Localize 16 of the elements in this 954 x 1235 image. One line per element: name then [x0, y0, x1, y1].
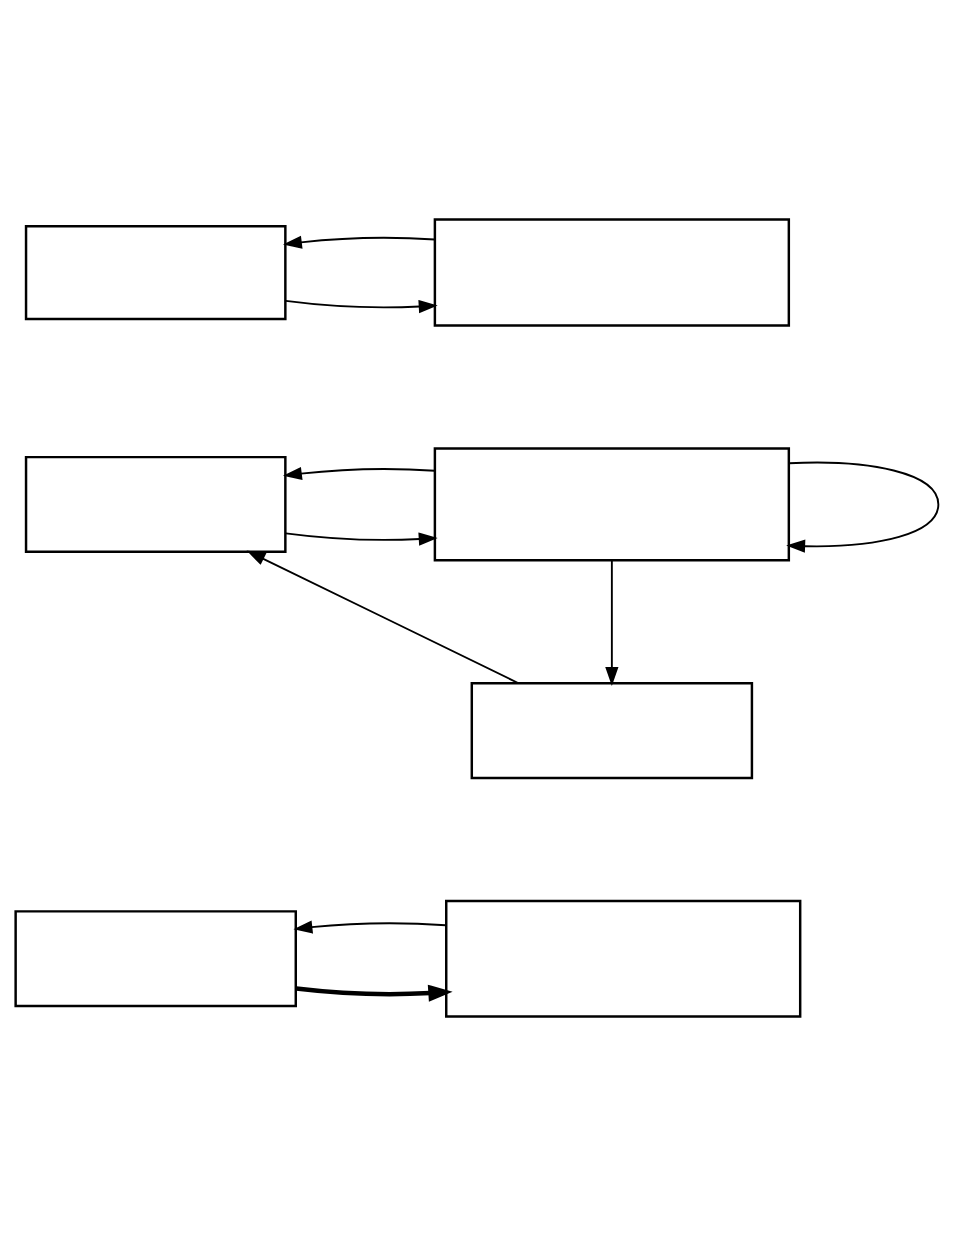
node-box [433, 217, 791, 327]
arrow [786, 461, 940, 553]
arrow [284, 299, 438, 313]
arrow [246, 550, 520, 684]
arrow [296, 984, 453, 1002]
node-box [14, 909, 297, 1007]
node-box [445, 899, 802, 1018]
arrow [293, 919, 447, 934]
node-box [24, 455, 287, 553]
node-box [433, 446, 791, 561]
arrow [282, 235, 436, 249]
arrow [284, 531, 438, 546]
node-box [24, 224, 287, 320]
node-box [470, 681, 754, 779]
arrow [605, 559, 619, 686]
arrow [282, 466, 436, 480]
